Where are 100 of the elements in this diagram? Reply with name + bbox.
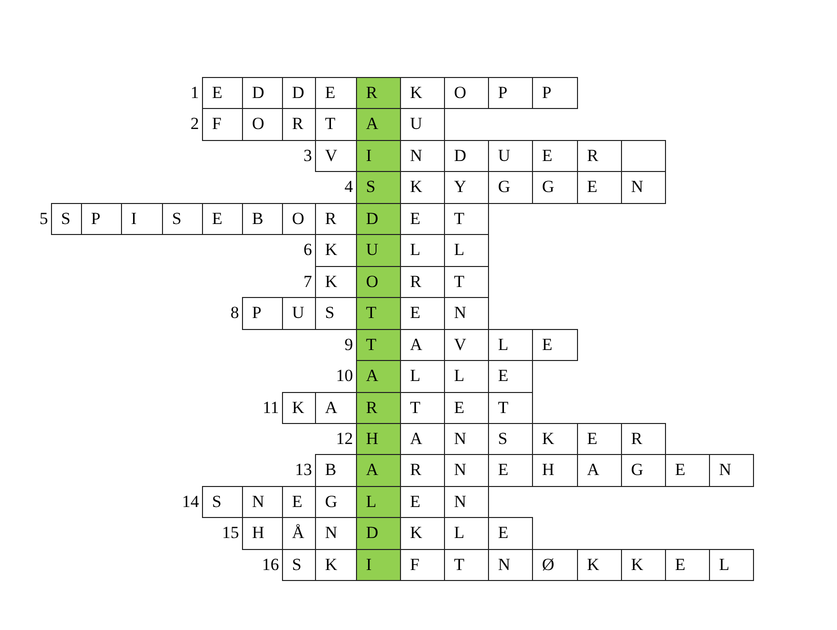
cell-letter: P — [542, 83, 552, 103]
clue-number: 5 — [40, 209, 48, 229]
cell-letter: L — [454, 366, 464, 386]
cell-letter: Y — [454, 177, 466, 197]
cell-letter: R — [325, 209, 336, 229]
crossword-cell — [532, 549, 578, 581]
cell-letter: E — [498, 523, 508, 543]
highlighted-cell — [356, 108, 401, 141]
cell-letter: V — [325, 146, 338, 166]
cell-letter: G — [498, 177, 510, 197]
highlighted-cell — [356, 549, 401, 581]
clue-number: 3 — [304, 146, 312, 166]
highlighted-cell — [356, 266, 401, 298]
clue-number: 9 — [344, 335, 353, 355]
cell-letter: H — [542, 460, 554, 480]
cell-letter: F — [410, 555, 420, 575]
cell-letter: I — [131, 209, 137, 229]
cell-letter: E — [542, 146, 552, 166]
cell-letter: E — [675, 555, 686, 575]
cell-letter: O — [292, 209, 304, 229]
cell-letter: K — [292, 398, 304, 418]
cell-letter: R — [292, 114, 304, 134]
cell-letter: E — [498, 460, 508, 480]
crossword-cell — [621, 171, 666, 204]
clue-number: 14 — [182, 492, 199, 512]
clue-number: 13 — [295, 460, 312, 480]
cell-letter: T — [498, 398, 508, 418]
crossword-cell — [709, 549, 754, 581]
cell-letter: A — [325, 398, 338, 418]
cell-letter: R — [410, 272, 422, 292]
cell-letter: E — [675, 460, 686, 480]
cell-letter: A — [410, 335, 422, 355]
cell-letter: A — [587, 460, 600, 480]
cell-letter: E — [587, 177, 598, 197]
crossword-cell — [121, 203, 163, 235]
cell-letter: L — [410, 240, 420, 260]
cell-letter: L — [454, 240, 464, 260]
highlighted-cell — [356, 234, 401, 267]
cell-letter: E — [410, 209, 420, 229]
highlighted-cell — [356, 454, 401, 487]
clue-number: 6 — [304, 240, 312, 260]
cell-letter: P — [498, 83, 508, 103]
clue-number: 16 — [262, 555, 279, 575]
crossword-cell — [621, 549, 666, 581]
cell-letter: R — [631, 429, 642, 449]
highlighted-cell — [356, 140, 401, 172]
highlighted-cell — [356, 392, 401, 424]
highlighted-cell — [356, 77, 401, 109]
cell-letter: S — [498, 429, 508, 449]
cell-letter: K — [587, 555, 600, 575]
cell-letter: N — [631, 177, 644, 197]
clue-number: 7 — [304, 272, 312, 292]
cell-letter: T — [410, 398, 420, 418]
cell-letter: U — [498, 146, 510, 166]
cell-letter: E — [498, 366, 508, 386]
cell-letter: N — [252, 492, 264, 512]
cell-letter: K — [410, 523, 422, 543]
cell-letter: K — [631, 555, 644, 575]
crossword-cell — [488, 517, 533, 550]
cell-letter: E — [454, 398, 464, 418]
cell-letter: B — [325, 460, 336, 480]
cell-letter: D — [292, 83, 304, 103]
cell-letter: V — [454, 335, 466, 355]
cell-letter: E — [542, 335, 552, 355]
cell-letter: T — [454, 209, 464, 229]
crossword-cell — [315, 392, 357, 424]
cell-letter: I — [366, 146, 372, 166]
clue-number: 2 — [190, 114, 199, 134]
cell-letter: N — [325, 523, 338, 543]
cell-letter: N — [410, 146, 422, 166]
crossword-cell — [282, 203, 316, 235]
cell-letter: N — [454, 460, 466, 480]
cell-letter: E — [212, 209, 222, 229]
cell-letter: H — [366, 429, 378, 449]
cell-letter: A — [366, 114, 378, 134]
cell-letter: G — [631, 460, 644, 480]
cell-letter: O — [366, 272, 378, 292]
clue-number: 8 — [230, 303, 239, 323]
cell-letter: D — [252, 83, 264, 103]
cell-letter: R — [366, 398, 378, 418]
cell-letter: T — [454, 555, 464, 575]
cell-letter: L — [498, 335, 508, 355]
crossword-cell — [81, 203, 122, 235]
cell-letter: D — [366, 209, 378, 229]
cell-letter: O — [252, 114, 264, 134]
cell-letter: A — [410, 429, 422, 449]
cell-letter: S — [366, 177, 376, 197]
crossword-cell — [282, 297, 316, 330]
cell-letter: U — [366, 240, 378, 260]
highlighted-cell — [356, 517, 401, 550]
cell-letter: S — [61, 209, 70, 229]
cell-letter: S — [172, 209, 182, 229]
cell-letter: G — [325, 492, 338, 512]
cell-letter: N — [498, 555, 510, 575]
highlighted-cell — [356, 203, 401, 235]
cell-letter: D — [366, 523, 378, 543]
cell-letter: E — [410, 303, 420, 323]
crossword-cell — [242, 203, 283, 235]
cell-letter: P — [91, 209, 100, 229]
crossword-cell — [665, 549, 710, 581]
